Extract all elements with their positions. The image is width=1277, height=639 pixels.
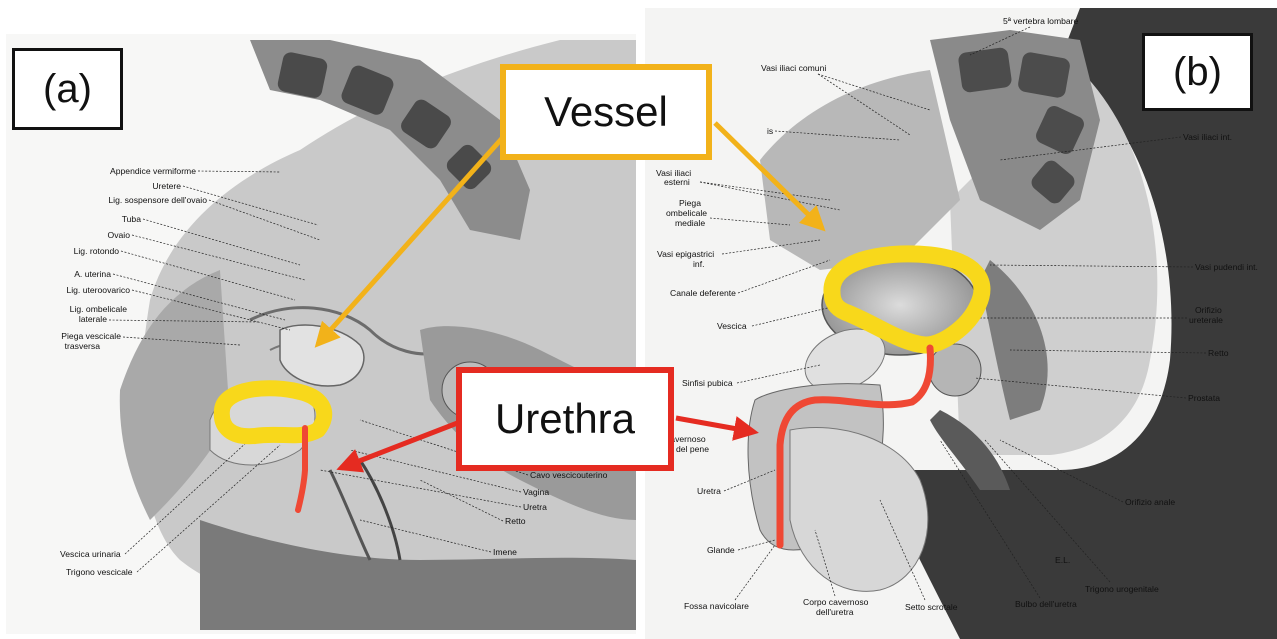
panel-label-b: (b) — [1142, 33, 1253, 111]
label-orifizio-anale: Orifizio anale — [1125, 497, 1175, 507]
label-lig-ombelicale-1: Lig. ombelicale — [70, 304, 128, 314]
label-epigastrici-1: Vasi epigastrici — [657, 249, 714, 259]
label-trigono-vescicale: Trigono vescicale — [66, 567, 133, 577]
label-lig-rotondo: Lig. rotondo — [74, 246, 120, 256]
label-fossa: Fossa navicolare — [684, 601, 749, 611]
label-cavo-vescicouterino: Cavo vescicouterino — [530, 470, 608, 480]
label-vasi-esterni-2: esterni — [664, 177, 690, 187]
label-epigastrici-2: inf. — [693, 259, 704, 269]
label-vasi-pudendi: Vasi pudendi int. — [1195, 262, 1258, 272]
label-uretra-m: Uretra — [697, 486, 721, 496]
label-piega-2: ombelicale — [666, 208, 707, 218]
label-tuba: Tuba — [122, 214, 141, 224]
label-lig-uteroovarico: Lig. uteroovarico — [66, 285, 130, 295]
vessel-callout: Vessel — [500, 64, 712, 160]
panel-label-a: (a) — [12, 48, 123, 130]
signature-el: E.L. — [1055, 555, 1070, 565]
label-uretra-f: Uretra — [523, 502, 547, 512]
label-orifizio-1: Orifizio — [1195, 305, 1222, 315]
label-vasi-is: is — [767, 126, 773, 136]
label-piega-vescicale-1: Piega vescicale — [61, 331, 121, 341]
label-imene: Imene — [493, 547, 517, 557]
label-bulbo: Bulbo dell'uretra — [1015, 599, 1077, 609]
label-a-uterina: A. uterina — [74, 269, 111, 279]
label-appendice: Appendice vermiforme — [110, 166, 196, 176]
label-vasi-int: Vasi iliaci int. — [1183, 132, 1232, 142]
label-piega-vescicale-2: trasversa — [65, 341, 101, 351]
label-vertebra: 5ª vertebra lombare — [1003, 16, 1079, 26]
label-setto: Setto scrotale — [905, 602, 958, 612]
label-prostata: Prostata — [1188, 393, 1220, 403]
label-trigono-uro: Trigono urogenitale — [1085, 584, 1159, 594]
label-uretere: Uretere — [152, 181, 181, 191]
label-piega-3: mediale — [675, 218, 705, 228]
label-glande: Glande — [707, 545, 735, 555]
label-vagina: Vagina — [523, 487, 549, 497]
label-retto-f: Retto — [505, 516, 526, 526]
label-piega-1: Piega — [679, 198, 701, 208]
label-vasi-comuni: Vasi iliaci comuni — [761, 63, 826, 73]
urethra-callout: Urethra — [456, 367, 674, 471]
label-cavernoso-2: del pene — [676, 444, 709, 454]
label-vescica-urinaria: Vescica urinaria — [60, 549, 121, 559]
label-ovaio: Ovaio — [108, 230, 131, 240]
label-sinfisi: Sinfisi pubica — [682, 378, 733, 388]
label-vescica-m: Vescica — [717, 321, 747, 331]
label-retto-m: Retto — [1208, 348, 1229, 358]
label-canale: Canale deferente — [670, 288, 736, 298]
label-lig-ombelicale-2: laterale — [79, 314, 107, 324]
label-orifizio-2: ureterale — [1189, 315, 1223, 325]
label-lig-sospensore: Lig. sospensore dell'ovaio — [108, 195, 207, 205]
label-corpo-1: Corpo cavernoso — [803, 597, 869, 607]
label-corpo-2: dell'uretra — [816, 607, 854, 617]
